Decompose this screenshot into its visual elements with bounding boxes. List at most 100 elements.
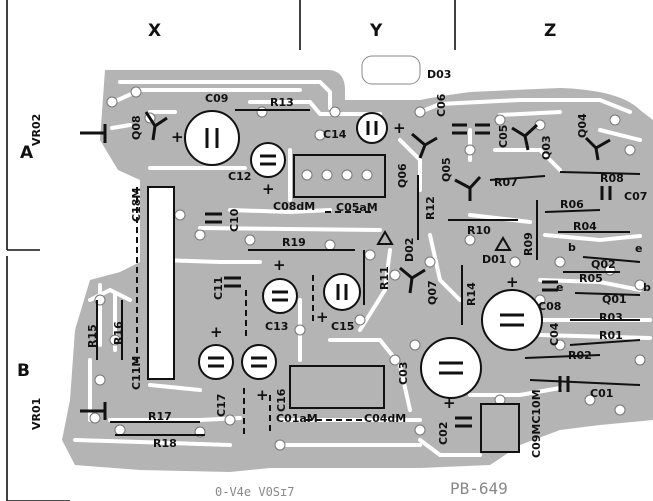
label-b2: b — [643, 281, 651, 294]
label-r02: R02 — [568, 349, 592, 362]
label-r06: R06 — [560, 198, 584, 211]
label-c18m: C18M — [130, 188, 143, 222]
c03-cap — [420, 337, 482, 399]
q06-sym — [411, 132, 438, 159]
label-c09: C09 — [205, 92, 228, 105]
footer-code-right: PB-649 — [450, 479, 508, 498]
grid-row-b: B — [17, 361, 30, 381]
label-r07: R07 — [494, 176, 518, 189]
label-r01: R01 — [599, 329, 623, 342]
vr-pots — [80, 124, 107, 420]
label-q08: Q08 — [130, 115, 143, 140]
q04-sym — [584, 136, 611, 161]
svg-text:+: + — [393, 119, 406, 137]
grid-frame — [6, 0, 456, 501]
polarity-marks: +++ +++ +++ — [171, 119, 519, 412]
dashed-links — [136, 187, 372, 435]
c08dm-pins — [301, 169, 373, 181]
electrolytic-caps — [184, 110, 543, 399]
q01-line — [574, 292, 641, 296]
label-r04: R04 — [573, 220, 597, 233]
label-q02: Q02 — [591, 258, 616, 271]
diodes — [376, 230, 512, 251]
svg-text:+: + — [506, 273, 519, 291]
q02-line — [582, 256, 641, 263]
label-c02: C02 — [437, 422, 450, 445]
label-r05: R05 — [579, 272, 603, 285]
label-r08: R08 — [600, 172, 624, 185]
label-r17: R17 — [148, 410, 172, 423]
label-r15: R15 — [86, 324, 99, 348]
d03-pad — [361, 55, 421, 85]
c01-line — [529, 379, 641, 386]
label-c05: C05 — [497, 125, 510, 148]
svg-text:+: + — [256, 386, 269, 404]
label-r12: R12 — [424, 196, 437, 220]
label-vr01: VR01 — [30, 398, 43, 430]
label-c12: C12 — [228, 170, 251, 183]
label-d01: D01 — [482, 253, 506, 266]
c14-cap — [356, 112, 388, 144]
label-c15: C15 — [331, 320, 354, 333]
label-c01: C01 — [590, 387, 613, 400]
footer-codes: 0-V4e V0Sɪ7 PB-649 — [215, 479, 508, 499]
label-c14: C14 — [323, 128, 347, 141]
label-c09mc10m: C09MC10M — [530, 389, 543, 458]
label-e1: e — [635, 242, 642, 255]
q03-sym — [511, 123, 539, 151]
label-b1: b — [568, 241, 576, 254]
transistors — [144, 111, 611, 294]
label-r03: R03 — [599, 311, 623, 324]
r08-line — [559, 171, 641, 175]
r07-line — [489, 175, 546, 181]
label-r16: R16 — [112, 321, 125, 345]
label-q01: Q01 — [602, 293, 627, 306]
label-c08: C08 — [538, 300, 561, 313]
c04-cap — [481, 289, 543, 351]
component-labels: D03 C09 R13 C14 R08 R07 C07 C12 C08dM C0… — [148, 68, 651, 450]
vertical-labels: VR02 Q08 C06 C05 Q03 Q04 Q06 Q05 C18M R1… — [30, 93, 589, 458]
label-c11m: C11M — [130, 356, 143, 390]
c09-cap — [184, 110, 240, 166]
c16-cap — [241, 344, 277, 380]
label-c03: C03 — [397, 362, 410, 385]
label-q04: Q04 — [576, 113, 589, 138]
q07-sym — [399, 266, 426, 294]
resistors — [96, 109, 641, 436]
c13-cap — [262, 278, 298, 314]
label-r09: R09 — [522, 232, 535, 256]
svg-text:+: + — [273, 256, 286, 274]
svg-text:+: + — [171, 128, 184, 146]
grid-row-a: A — [20, 143, 34, 163]
label-c08dm: C08dM — [273, 200, 315, 213]
label-c01am: C01aM — [276, 412, 318, 425]
c17-cap — [198, 344, 234, 380]
svg-text:+: + — [443, 394, 456, 412]
d01-sym — [494, 236, 512, 251]
label-c04: C04 — [548, 322, 561, 346]
svg-text:+: + — [262, 180, 275, 198]
svg-text:+: + — [210, 323, 223, 341]
solder-pads — [89, 86, 646, 451]
label-c07: C07 — [624, 190, 647, 203]
label-r18: R18 — [153, 437, 177, 450]
label-e2: e — [556, 281, 563, 294]
grid-col-z: Z — [544, 21, 556, 41]
cap-plates — [205, 121, 524, 375]
label-d03: D03 — [427, 68, 451, 81]
label-q05: Q05 — [440, 157, 453, 182]
label-c13: C13 — [265, 320, 288, 333]
c18m-box — [147, 186, 175, 380]
c09mc10m-box — [480, 403, 520, 453]
label-c10: C10 — [228, 208, 241, 232]
label-c05am: C05aM — [336, 201, 378, 214]
label-vr02: VR02 — [30, 114, 43, 146]
label-r14: R14 — [465, 282, 478, 306]
label-r11: R11 — [378, 266, 391, 290]
d02-sym — [376, 230, 394, 245]
q05-sym — [454, 175, 482, 201]
label-c11: C11 — [212, 277, 225, 300]
label-c16: C16 — [275, 388, 288, 412]
